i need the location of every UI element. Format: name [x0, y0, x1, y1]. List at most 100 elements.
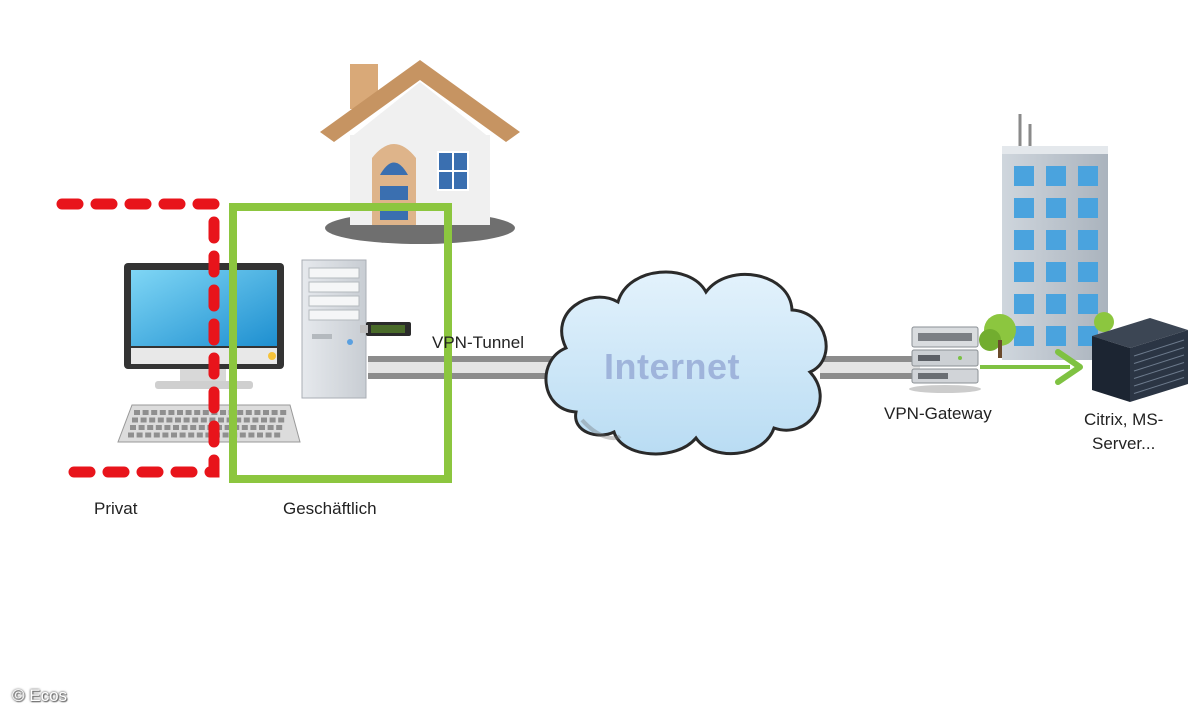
building-window	[1046, 294, 1066, 314]
keyboard-key	[254, 410, 261, 415]
server-rack-icon	[1092, 318, 1188, 402]
keyboard-key	[274, 432, 281, 438]
keyboard-key	[237, 410, 244, 415]
keyboard-key	[252, 417, 259, 423]
keyboard-key	[220, 410, 226, 415]
keyboard-key	[140, 417, 147, 423]
keyboard-key	[218, 417, 224, 423]
keyboard-key	[263, 410, 269, 415]
building-window	[1014, 294, 1034, 314]
building-window	[1078, 294, 1098, 314]
keyboard-key	[128, 432, 134, 438]
keyboard-key	[205, 432, 212, 438]
keyboard-key	[147, 425, 154, 430]
keyboard-key	[132, 417, 138, 423]
vpn-gateway-label: VPN-Gateway	[884, 404, 992, 423]
keyboard-key	[179, 432, 186, 438]
keyboard-key	[250, 425, 257, 430]
keyboard-key	[224, 425, 231, 430]
keyboard-key	[202, 410, 209, 415]
keyboard-key	[278, 417, 285, 423]
internet-cloud-icon	[544, 270, 828, 456]
building-window	[1078, 198, 1098, 218]
building-window	[1014, 166, 1034, 186]
keyboard-key	[175, 417, 181, 423]
server-slot	[1133, 354, 1185, 372]
server-slot	[1133, 377, 1185, 394]
building-window	[1046, 262, 1066, 282]
server-slot	[1133, 362, 1185, 379]
keyboard-key	[142, 410, 149, 415]
keyboard-key	[248, 432, 255, 438]
gateway-to-server-arrow	[980, 349, 1083, 385]
tree-icon	[979, 312, 1114, 358]
keyboard-key	[190, 425, 197, 430]
keyboard-key	[134, 410, 140, 415]
business-zone-label: Geschäftlich	[283, 499, 377, 518]
building-window	[1078, 230, 1098, 250]
usb-token-icon	[360, 322, 411, 336]
keyboard-key	[145, 432, 152, 438]
keyboard-key	[200, 417, 207, 423]
keyboard-key	[241, 425, 248, 430]
keyboard-key	[276, 425, 283, 430]
building-window	[1078, 262, 1098, 282]
keyboard-key	[162, 432, 169, 438]
internet-label: Internet	[604, 346, 741, 387]
building-window	[1014, 326, 1034, 346]
keyboard-key	[280, 410, 287, 415]
server-slot	[1133, 347, 1185, 364]
copyright-watermark: © Ecos	[12, 686, 68, 705]
server-label-line1: Citrix, MS-	[1084, 410, 1164, 429]
keyboard-key	[194, 410, 201, 415]
building-window	[1046, 230, 1066, 250]
keyboard-key	[185, 410, 192, 415]
keyboard-key	[171, 432, 177, 438]
server-label-line2: Server...	[1092, 434, 1156, 453]
vpn-tunnel	[368, 356, 920, 379]
keyboard-key	[235, 417, 242, 423]
keyboard-key	[181, 425, 188, 430]
pc-tower-icon	[301, 259, 367, 399]
keyboard-key	[259, 425, 265, 430]
keyboard-key	[177, 410, 183, 415]
server-slot	[1133, 339, 1185, 357]
keyboard-key	[151, 410, 158, 415]
keyboard-key	[209, 417, 216, 423]
building-window	[1046, 326, 1066, 346]
keyboard-icon	[117, 404, 301, 443]
keyboard-key	[245, 410, 252, 415]
keyboard-key	[168, 410, 175, 415]
keyboard-key	[166, 417, 173, 423]
keyboard-key	[173, 425, 179, 430]
keyboard-key	[222, 432, 229, 438]
server-slot	[1133, 369, 1185, 387]
building-window	[1014, 198, 1034, 218]
keyboard-key	[267, 425, 274, 430]
house-icon	[320, 60, 520, 244]
keyboard-key	[130, 425, 136, 430]
keyboard-key	[198, 425, 205, 430]
keyboard-key	[188, 432, 195, 438]
private-zone-frame	[52, 198, 220, 478]
keyboard-key	[149, 417, 156, 423]
keyboard-key	[261, 417, 267, 423]
keyboard-key	[269, 417, 276, 423]
private-zone-label: Privat	[94, 499, 138, 518]
office-building-icon	[1002, 114, 1108, 360]
building-window	[1014, 230, 1034, 250]
keyboard-key	[239, 432, 246, 438]
keyboard-key	[243, 417, 250, 423]
keyboard-key	[271, 410, 278, 415]
keyboard-key	[257, 432, 263, 438]
keyboard-key	[164, 425, 171, 430]
business-zone-frame	[229, 203, 452, 483]
keyboard-key	[155, 425, 162, 430]
keyboard-key	[157, 417, 164, 423]
keyboard-key	[136, 432, 143, 438]
building-window	[1046, 166, 1066, 186]
keyboard-key	[183, 417, 190, 423]
keyboard-key	[159, 410, 166, 415]
building-window	[1046, 198, 1066, 218]
